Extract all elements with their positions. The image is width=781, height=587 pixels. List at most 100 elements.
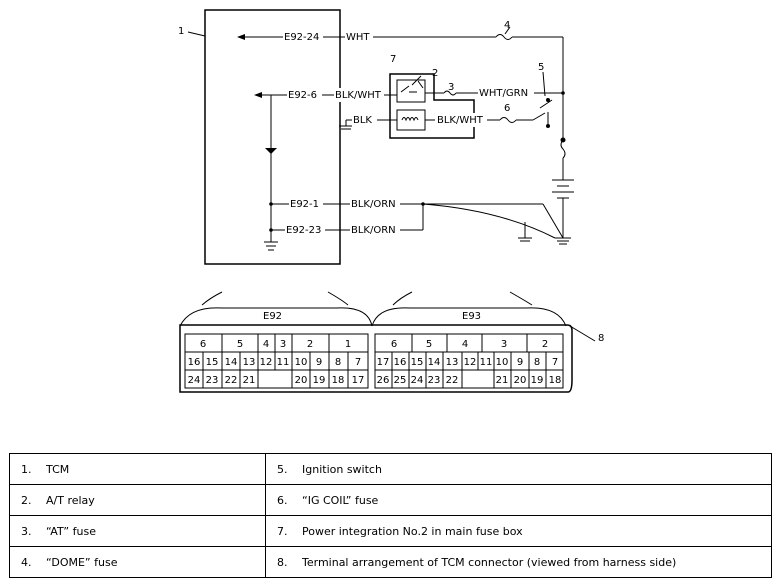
e93-pin: 6 xyxy=(391,339,397,350)
e93-pin: 5 xyxy=(426,339,432,350)
e93-pin: 25 xyxy=(394,375,407,386)
e93-pin: 26 xyxy=(377,375,390,386)
legend-text: Power integration No.2 in main fuse box xyxy=(302,524,523,538)
wire-blk: BLK xyxy=(353,115,372,126)
legend-item: 1. TCM xyxy=(9,453,266,485)
e93-pins: 6 5 4 3 2 1 17 16 15 14 13 12 11 10 9 8 … xyxy=(377,339,562,386)
wire-blk-orn-1: BLK/ORN xyxy=(351,199,396,210)
callout-5: 5 xyxy=(538,62,544,73)
e93-pin: 11 xyxy=(480,357,493,368)
e92-pin: 16 xyxy=(188,357,201,368)
tcm-connector-outline xyxy=(179,324,573,393)
e92-pin: 1 xyxy=(345,339,351,350)
callout-4: 4 xyxy=(504,20,510,31)
legend-text: “DOME” fuse xyxy=(46,555,118,569)
e92-pin: 2 xyxy=(307,339,313,350)
e92-pin: 20 xyxy=(295,375,308,386)
legend-item: 8.Terminal arrangement of TCM connector … xyxy=(265,546,772,578)
legend-item: 7. Power integration No.2 in main fuse bo… xyxy=(265,515,772,547)
legend-item: 5. Ignition switch xyxy=(265,453,772,485)
legend-item: 2.A/T relay xyxy=(9,484,266,516)
e93-pin: 15 xyxy=(411,357,424,368)
legend-num: 7. xyxy=(277,524,288,538)
callout-3: 3 xyxy=(448,82,454,93)
e92-pin: 21 xyxy=(243,375,256,386)
wire-blk-orn-2: BLK/ORN xyxy=(351,225,396,236)
callout-6: 6 xyxy=(504,103,510,114)
legend-item: 6. “IG COIL” fuse xyxy=(265,484,772,516)
power-integration-box xyxy=(389,73,475,139)
e92-pin: 10 xyxy=(295,357,308,368)
terminal-e92-24: E92-24 xyxy=(284,32,319,43)
e93-pin: 12 xyxy=(464,357,477,368)
e92-pin: 24 xyxy=(188,375,201,386)
e92-pin: 17 xyxy=(352,375,365,386)
e93-pin: 17 xyxy=(377,357,390,368)
e93-pin: 20 xyxy=(514,375,527,386)
e93-pin: 21 xyxy=(496,375,509,386)
legend-row: 2.A/T relay 6. “IG COIL” fuse xyxy=(9,484,772,516)
legend-num: 6. xyxy=(277,493,288,507)
legend-text: Terminal arrangement of TCM connector (v… xyxy=(302,555,677,569)
e92-pin: 12 xyxy=(260,357,273,368)
e93-pin: 10 xyxy=(496,357,509,368)
terminal-e92-1: E92-1 xyxy=(290,199,319,210)
legend-item: 3.“AT” fuse xyxy=(9,515,266,547)
legend-text: TCM xyxy=(46,462,70,476)
wire-blk-wht-fuse: BLK/WHT xyxy=(437,115,484,126)
legend-table: 1. TCM 5. Ignition switch 2.A/T relay 6. “I… xyxy=(9,453,772,578)
callout-1: 1 xyxy=(178,26,184,37)
terminal-e92-23: E92-23 xyxy=(286,225,321,236)
e93-pin: 24 xyxy=(411,375,424,386)
e92-pin: 11 xyxy=(277,357,290,368)
callout-8: 8 xyxy=(598,333,604,344)
wire-wht-grn: WHT/GRN xyxy=(479,88,528,99)
e93-pin: 22 xyxy=(446,375,459,386)
legend-text: A/T relay xyxy=(46,493,95,507)
e93-pin: 8 xyxy=(534,357,540,368)
e92-pin: 7 xyxy=(355,357,361,368)
wire-wht: WHT xyxy=(346,32,370,43)
e92-pin: 19 xyxy=(313,375,326,386)
e92-pin: 22 xyxy=(225,375,238,386)
e92-pin: 8 xyxy=(335,357,341,368)
legend-text: Ignition switch xyxy=(302,462,382,476)
legend-row: 3.“AT” fuse 7. Power integration No.2 in … xyxy=(9,515,772,547)
tcm-box xyxy=(204,9,341,265)
e93-pin: 13 xyxy=(446,357,459,368)
e93-pin: 16 xyxy=(394,357,407,368)
e92-pin: 15 xyxy=(206,357,219,368)
e93-pin: 14 xyxy=(428,357,441,368)
callout-2: 2 xyxy=(432,68,438,79)
legend-text: “IG COIL” fuse xyxy=(302,493,379,507)
e92-pin: 6 xyxy=(200,339,206,350)
e93-pin: 9 xyxy=(517,357,523,368)
e92-pin: 13 xyxy=(243,357,256,368)
e92-pin: 9 xyxy=(316,357,322,368)
e93-pin: 2 xyxy=(542,339,548,350)
connector-e92-label: E92 xyxy=(263,311,282,322)
legend-num: 4. xyxy=(21,555,32,569)
e93-pin: 19 xyxy=(531,375,544,386)
terminal-e92-6: E92-6 xyxy=(288,90,317,101)
legend-row: 1. TCM 5. Ignition switch xyxy=(9,453,772,485)
e93-pin: 18 xyxy=(549,375,562,386)
wiring-diagram: 1 2 3 4 5 6 7 8 E92-24 WHT E92-6 BLK/WHT… xyxy=(178,9,604,393)
e92-pin: 4 xyxy=(263,339,269,350)
e92-pin: 14 xyxy=(225,357,238,368)
legend-item: 4. “DOME” fuse xyxy=(9,546,266,578)
e92-pin: 23 xyxy=(206,375,219,386)
legend-num: 1. xyxy=(21,462,32,476)
callout-7: 7 xyxy=(390,54,396,65)
e92-pin: 3 xyxy=(280,339,286,350)
e93-pin: 3 xyxy=(501,339,507,350)
e93-pin: 23 xyxy=(428,375,441,386)
e92-pin: 5 xyxy=(237,339,243,350)
e93-pin: 4 xyxy=(462,339,468,350)
legend-num: 3. xyxy=(21,524,32,538)
e92-pin: 18 xyxy=(332,375,345,386)
e92-pins: 6 5 4 3 2 1 16 15 14 13 12 11 10 9 8 7 2… xyxy=(188,339,365,386)
legend-row: 4. “DOME” fuse 8.Terminal arrangement of … xyxy=(9,546,772,578)
legend-num: 5. xyxy=(277,462,288,476)
connector-e93-label: E93 xyxy=(462,311,481,322)
